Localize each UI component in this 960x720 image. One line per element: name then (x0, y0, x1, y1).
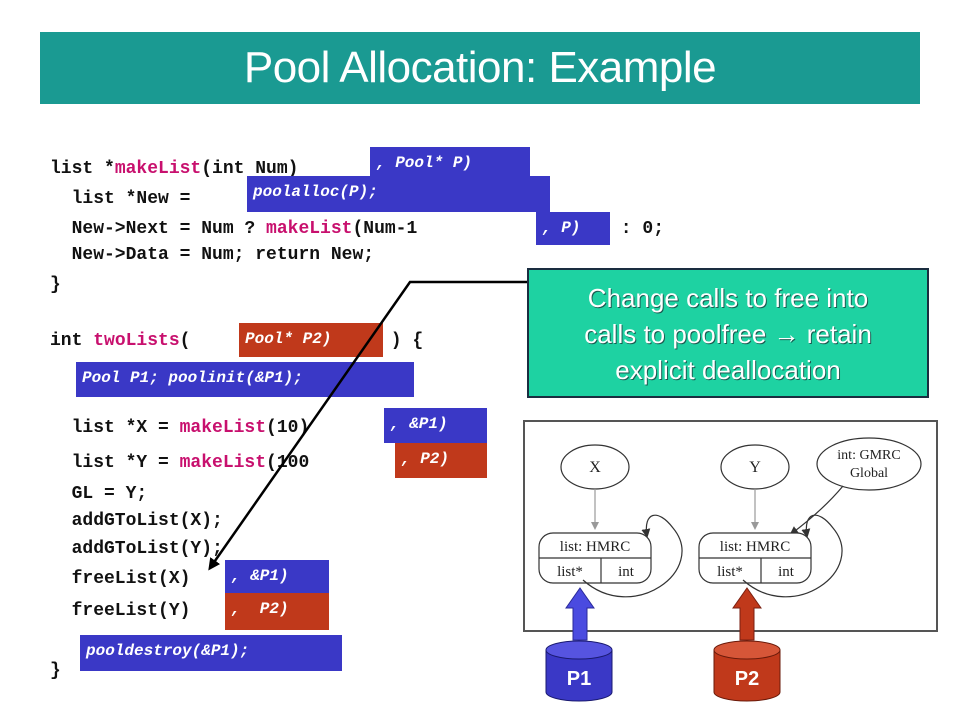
code-text: (int Num) (201, 159, 299, 179)
p2-up-arrow (732, 587, 762, 641)
code-text: list *New = (50, 189, 202, 209)
code-line-6: int twoLists( (50, 330, 190, 352)
node2-title: list: HMRC (720, 539, 790, 555)
function-name: makeList (114, 159, 202, 179)
global-edge (789, 485, 844, 536)
code-line-7: list *X = makeList(10) (50, 417, 310, 439)
code-text: list *Y = (50, 453, 180, 473)
code-text: ( (179, 331, 191, 351)
code-line-6-tail: ) { (380, 330, 423, 352)
code-text: freeList(X) (50, 569, 191, 589)
code-text: GL = Y; (50, 484, 148, 504)
y-label: Y (749, 459, 761, 476)
overlay-pass-p: , P) (536, 212, 610, 245)
overlay-free-p2: , P2) (225, 593, 329, 630)
node1-field-int: int (618, 564, 635, 580)
function-name: makeList (179, 453, 267, 473)
overlay-pool-init: Pool P1; poolinit(&P1); (76, 362, 414, 397)
pool-p2-cylinder-icon (713, 640, 781, 702)
code-line-11: addGToList(Y); (50, 538, 223, 560)
node2-field-ptr: list* (717, 564, 743, 580)
overlay-pooldestroy: pooldestroy(&P1); (80, 635, 342, 671)
code-text: : 0; (610, 219, 665, 239)
code-text: addGToList(X); (50, 511, 223, 531)
node1-field-ptr: list* (557, 564, 583, 580)
code-text: New->Data = Num; return New; (50, 245, 375, 265)
pool-p2-label: P2 (734, 668, 760, 690)
code-text: addGToList(Y); (50, 539, 223, 559)
code-line-4: New->Data = Num; return New; (50, 244, 374, 266)
callout-line: Change calls to free into (587, 283, 869, 313)
node1-self-edge (582, 514, 683, 598)
code-text: (10) (266, 418, 310, 438)
code-line-14: } (50, 660, 61, 682)
global-label-1: int: GMRC (837, 448, 900, 463)
function-name: makeList (266, 219, 353, 239)
overlay-pass-p1: , &P1) (384, 408, 487, 443)
code-line-5: } (50, 274, 61, 296)
code-text: } (50, 275, 61, 295)
code-line-9: GL = Y; (50, 483, 148, 505)
code-text: list * (50, 159, 115, 179)
code-text: New->Next = Num ? (50, 219, 267, 239)
node2-field-int: int (778, 564, 795, 580)
overlay-poolalloc: poolalloc(P); (247, 176, 550, 212)
function-name: twoLists (93, 331, 180, 351)
overlay-pass-p2: , P2) (395, 443, 487, 478)
overlay-free-p1: , &P1) (225, 560, 329, 595)
pool-p1-cylinder-icon (545, 640, 613, 702)
global-ellipse (816, 437, 922, 491)
ds-graph-diagram: X Y int: GMRC Global list: HMRC list* in… (523, 420, 938, 632)
pool-p1-label: P1 (566, 668, 592, 690)
callout-text: Change calls to free into calls to poolf… (529, 280, 927, 388)
global-label-2: Global (850, 466, 888, 481)
code-line-3: New->Next = Num ? makeList(Num-1 (50, 218, 418, 240)
slide-title: Pool Allocation: Example (243, 43, 717, 92)
code-line-3-tail: : 0; (610, 218, 664, 240)
code-text: int (50, 331, 94, 351)
code-line-13: freeList(Y) (50, 600, 191, 622)
code-line-10: addGToList(X); (50, 510, 223, 532)
code-line-2: list *New = (50, 188, 201, 210)
callout-box: Change calls to free into calls to poolf… (527, 268, 929, 398)
node2-self-edge (742, 514, 843, 598)
code-text: } (50, 661, 61, 681)
function-name: makeList (179, 418, 267, 438)
callout-line: explicit deallocation (615, 355, 841, 385)
code-text: freeList(Y) (50, 601, 191, 621)
code-text: list *X = (50, 418, 180, 438)
overlay-pool-param: , Pool* P) (370, 147, 530, 180)
title-bar: Pool Allocation: Example (40, 32, 920, 104)
code-line-1: list *makeList(int Num) (50, 158, 298, 180)
pool-arrows (565, 587, 762, 641)
code-line-12: freeList(X) (50, 568, 191, 590)
code-text: (Num-1 (352, 219, 418, 239)
node1-title: list: HMRC (560, 539, 630, 555)
code-text: (100 (266, 453, 310, 473)
x-label: X (589, 459, 601, 476)
callout-line: calls to poolfree → retain (584, 319, 872, 349)
p1-up-arrow (565, 587, 595, 641)
code-line-8: list *Y = makeList(100 (50, 452, 310, 474)
code-text: ) { (380, 331, 424, 351)
overlay-pool-p2-param: Pool* P2) (239, 323, 383, 357)
